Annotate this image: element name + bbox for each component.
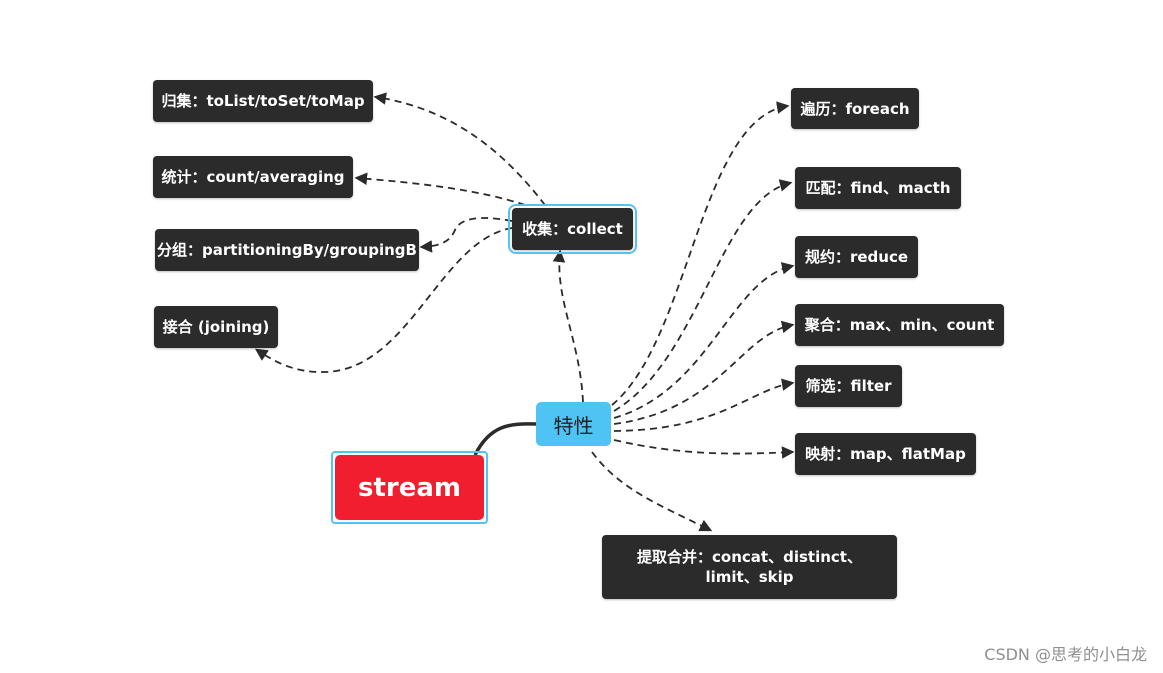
- center-node[interactable]: 特性: [536, 402, 611, 446]
- reduce-label: 规约：reduce: [804, 248, 909, 266]
- edge-center-map: [613, 439, 795, 459]
- edge-center-agg: [613, 320, 795, 425]
- edge-root-center: [473, 422, 538, 456]
- edge-collect-tolist: [373, 92, 546, 206]
- join-node[interactable]: 接合 (joining): [154, 306, 278, 348]
- map-node[interactable]: 映射：map、flatMap: [795, 433, 976, 475]
- extract-label: 提取合并：concat、distinct、limit、skip: [637, 548, 862, 586]
- map-label: 映射：map、flatMap: [805, 445, 966, 463]
- root-node-selection: [331, 451, 488, 524]
- filter-node[interactable]: 筛选：filter: [795, 365, 902, 407]
- group-label: 分组：partitioningBy/groupingB: [157, 241, 417, 259]
- agg-label: 聚合：max、min、count: [804, 316, 995, 334]
- center-label: 特性: [553, 413, 594, 438]
- filter-label: 筛选：filter: [805, 377, 892, 395]
- extract-node[interactable]: 提取合并：concat、distinct、limit、skip: [602, 535, 897, 599]
- edge-center-filter: [613, 378, 795, 432]
- edge-center-reduce: [613, 262, 795, 419]
- edge-center-foreach: [611, 101, 790, 406]
- foreach-label: 遍历：foreach: [800, 99, 910, 118]
- watermark: CSDN @思考的小白龙: [984, 645, 1147, 664]
- edge-center-extract: [591, 451, 713, 532]
- count-label: 统计：count/averaging: [161, 168, 345, 186]
- reduce-node[interactable]: 规约：reduce: [795, 236, 918, 278]
- collect-node[interactable]: 收集：collect: [508, 204, 637, 254]
- match-label: 匹配：find、macth: [805, 179, 951, 197]
- group-node[interactable]: 分组：partitioningBy/groupingB: [155, 229, 419, 271]
- count-node[interactable]: 统计：count/averaging: [153, 156, 353, 198]
- foreach-node[interactable]: 遍历：foreach: [791, 88, 919, 129]
- tolist-label: 归集：toList/toSet/toMap: [161, 92, 365, 110]
- edge-collect-join: [254, 227, 513, 373]
- edge-center-collect: [552, 249, 584, 403]
- agg-node[interactable]: 聚合：max、min、count: [795, 304, 1004, 346]
- tolist-node[interactable]: 归集：toList/toSet/toMap: [153, 80, 373, 122]
- match-node[interactable]: 匹配：find、macth: [795, 167, 961, 209]
- root-label: stream: [358, 472, 461, 503]
- edge-center-match: [613, 179, 793, 412]
- root-node[interactable]: stream: [335, 455, 484, 520]
- join-label: 接合 (joining): [162, 318, 270, 336]
- edge-collect-group: [419, 217, 513, 253]
- edge-collect-count: [354, 172, 526, 206]
- collect-label: 收集：collect: [522, 220, 623, 238]
